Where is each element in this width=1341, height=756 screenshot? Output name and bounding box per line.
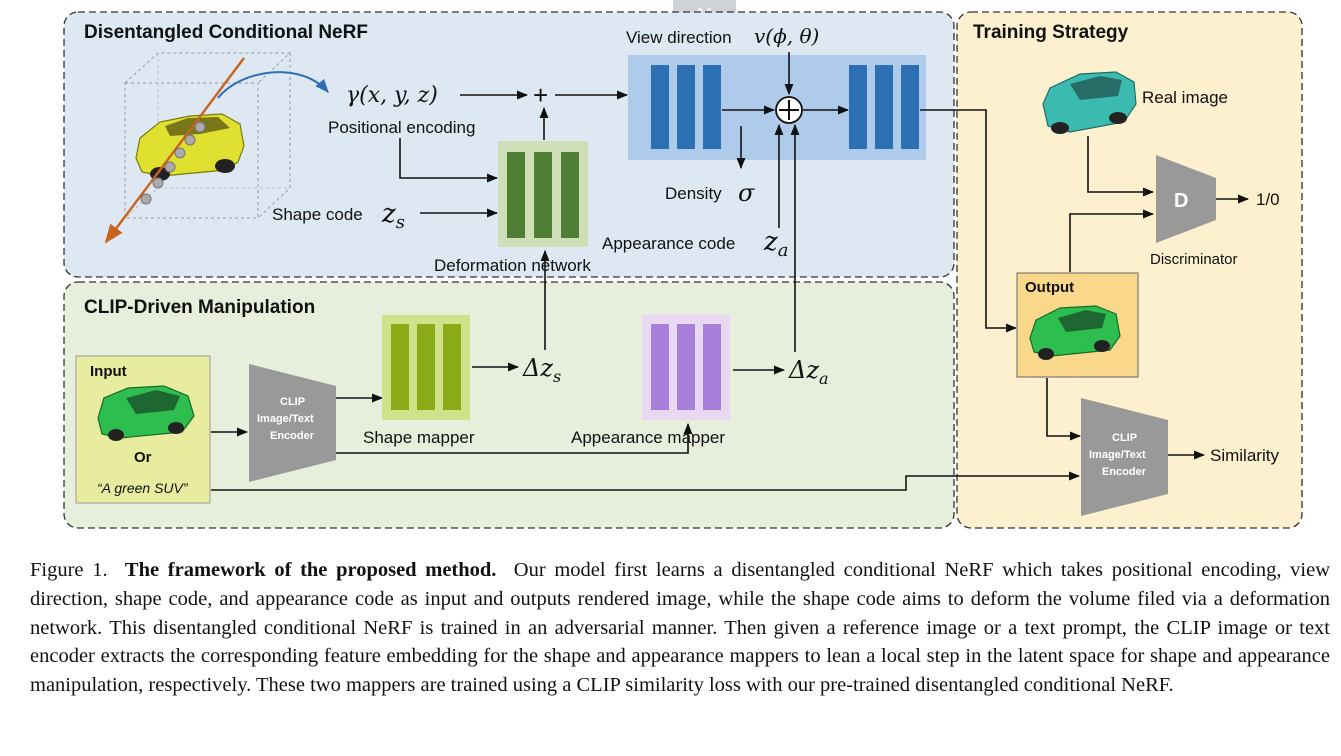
- gamma-xyz-label: γ(x, y, z): [346, 83, 438, 108]
- output-car-image: [1029, 305, 1121, 360]
- yellow-car-image: [135, 113, 245, 181]
- deformation-network-block: [498, 141, 588, 247]
- shape-mapper-label: Shape mapper: [363, 428, 475, 447]
- caption-body: Our model first learns a disentangled co…: [30, 559, 1331, 697]
- appearance-mapper-label: Appearance mapper: [571, 428, 725, 447]
- sample-arrow: [217, 71, 329, 99]
- training-panel: [956, 11, 1303, 529]
- output-label: Output: [1025, 279, 1074, 296]
- zs-symbol: zs: [381, 199, 405, 233]
- training-panel-title: Training Strategy: [973, 22, 1129, 43]
- caption-title: The framework of the proposed method.: [124, 559, 497, 581]
- positional-encoding-label: Positional encoding: [328, 118, 475, 137]
- real-car-image: [1042, 71, 1137, 134]
- clip-panel-title: CLIP-Driven Manipulation: [84, 297, 315, 318]
- text-prompt: “A green SUV”: [97, 480, 189, 496]
- view-direction-math: v(ϕ, θ): [754, 24, 819, 48]
- sigma-symbol: σ: [738, 179, 755, 207]
- similarity-label: Similarity: [1210, 446, 1279, 465]
- real-image-label: Real image: [1142, 88, 1228, 107]
- shape-mapper-block: [382, 315, 470, 420]
- density-label: Density: [665, 184, 722, 203]
- or-label: Or: [134, 449, 152, 466]
- svg-text:CLIP: CLIP: [1112, 432, 1137, 444]
- svg-text:Encoder: Encoder: [270, 430, 315, 442]
- svg-text:CLIP: CLIP: [280, 396, 305, 408]
- svg-text:Image/Text: Image/Text: [1089, 449, 1146, 461]
- shape-code-label: Shape code: [272, 205, 363, 224]
- discriminator-block: [1156, 155, 1216, 243]
- feature-sum-node: [775, 96, 803, 124]
- deformation-network-label: Deformation network: [434, 256, 591, 275]
- caption-prefix: Figure 1.: [30, 559, 108, 581]
- delta-za-symbol: Δza: [788, 356, 829, 388]
- input-car-image: [97, 385, 195, 441]
- input-label: Input: [90, 363, 127, 380]
- concat-plus: +: [533, 80, 548, 110]
- nerf-panel-title: Disentangled Conditional NeRF: [84, 22, 368, 43]
- delta-zs-symbol: Δzs: [522, 354, 561, 386]
- appearance-code-label: Appearance code: [602, 234, 735, 253]
- discriminator-letter: D: [1174, 190, 1188, 212]
- svg-text:Image/Text: Image/Text: [257, 413, 314, 425]
- discriminator-label: Discriminator: [1150, 251, 1238, 268]
- view-direction-label: View direction: [626, 28, 732, 47]
- za-symbol: za: [763, 227, 788, 261]
- svg-text:Encoder: Encoder: [1102, 466, 1147, 478]
- framework-diagram: Disentangled Conditional NeRF CLIP-Drive…: [63, 11, 1303, 529]
- nerf-volume-illustration: [104, 52, 329, 244]
- appearance-mapper-block: [642, 315, 730, 420]
- discriminator-output-label: 1/0: [1256, 190, 1280, 209]
- clip-encoder-similarity: CLIP Image/Text Encoder: [1081, 398, 1168, 516]
- figure-caption: Figure 1. The framework of the proposed …: [30, 556, 1330, 700]
- clip-encoder-input: CLIP Image/Text Encoder: [249, 364, 336, 482]
- camera-ray: [104, 57, 245, 244]
- nerf-mlp-block-2: [849, 65, 919, 149]
